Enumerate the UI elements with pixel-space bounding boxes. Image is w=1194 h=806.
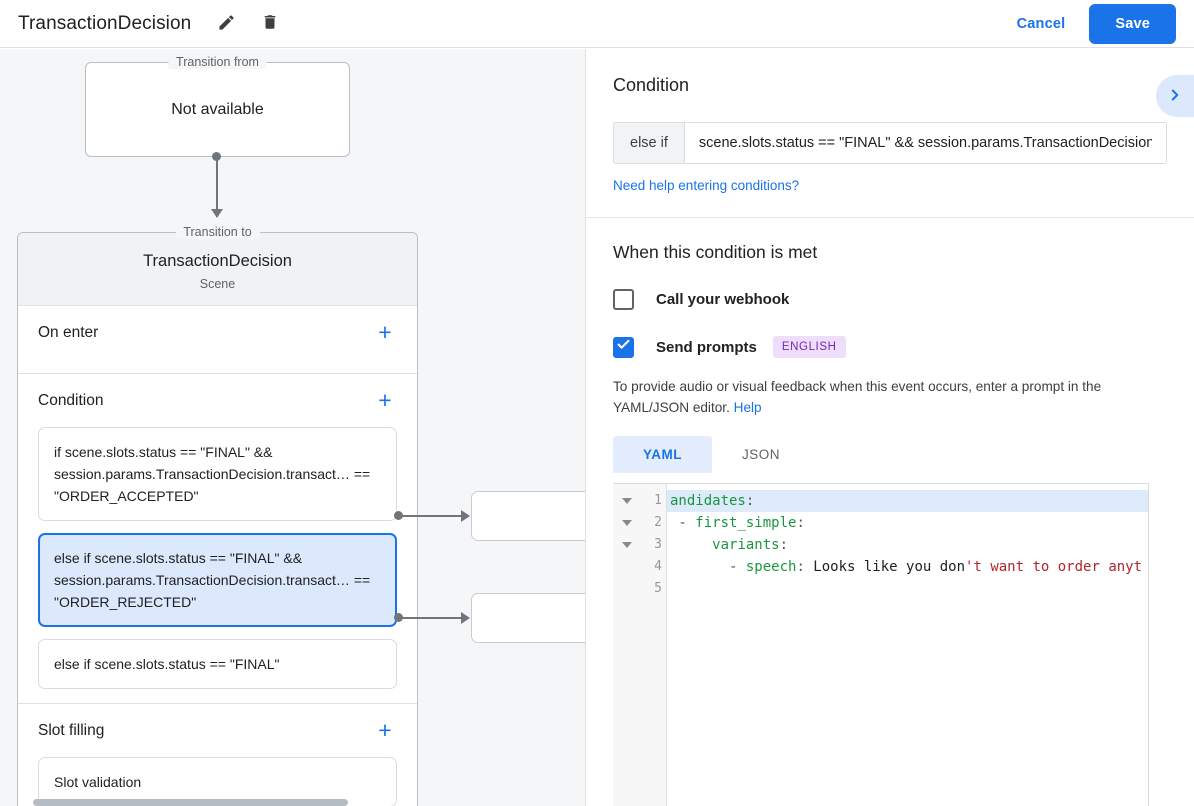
section-condition: Condition + if scene.slots.status == "FI…	[18, 374, 417, 704]
trash-icon	[261, 13, 279, 34]
code-line: - speech: Looks like you don't want to o…	[670, 559, 1143, 575]
condition-1-target-node[interactable]	[471, 491, 585, 541]
condition-item[interactable]: if scene.slots.status == "FINAL" && sess…	[38, 427, 397, 521]
condition-2-edge-line	[402, 617, 464, 619]
save-button[interactable]: Save	[1089, 3, 1176, 44]
chevron-down-icon	[622, 520, 632, 526]
condition-item[interactable]: else if scene.slots.status == "FINAL"	[38, 639, 397, 689]
section-on-enter-title: On enter	[38, 323, 99, 341]
condition-2-target-node[interactable]	[471, 593, 585, 643]
tab-json[interactable]: JSON	[712, 436, 810, 473]
edge-vertical-line	[216, 156, 218, 212]
section-slot-filling-title: Slot filling	[38, 721, 105, 739]
condition-1-edge-dot	[394, 511, 403, 520]
cancel-button[interactable]: Cancel	[1003, 8, 1080, 40]
line-number: 3	[654, 537, 662, 552]
line-number: 1	[654, 493, 662, 508]
prompts-helper-text: To provide audio or visual feedback when…	[613, 376, 1167, 418]
transition-from-value: Not available	[171, 100, 264, 118]
transition-from-node[interactable]: Transition from Not available	[85, 55, 350, 157]
edit-name-button[interactable]	[211, 9, 241, 39]
condition-detail-panel: Condition else if Need help entering con…	[585, 49, 1194, 806]
section-on-enter-header: On enter +	[38, 306, 397, 359]
panel-heading: Condition	[613, 75, 690, 95]
code-line: andidates:	[667, 490, 1149, 512]
condition-2-edge-dot	[394, 613, 403, 622]
scene-card-header[interactable]: TransactionDecision Scene	[18, 233, 417, 306]
chevron-down-icon	[622, 542, 632, 548]
checkmark-icon	[616, 337, 631, 357]
add-condition-button[interactable]: +	[373, 389, 397, 413]
section-slot-filling-header: Slot filling +	[38, 704, 397, 757]
transition-to-node: Transition to TransactionDecision Scene …	[17, 225, 418, 806]
scene-name: TransactionDecision	[143, 252, 292, 270]
chevron-right-icon	[1166, 86, 1184, 107]
fold-toggle-4	[613, 556, 641, 578]
fold-toggle-3[interactable]	[613, 534, 641, 556]
editor-code-area[interactable]: andidates: - first_simple: variants: - s…	[667, 484, 1149, 806]
condition-input-row[interactable]: else if	[613, 122, 1167, 164]
app-header: TransactionDecision Cancel Save	[0, 0, 1194, 48]
condition-help-link[interactable]: Need help entering conditions?	[613, 178, 800, 193]
edge-arrow-down-icon	[211, 209, 223, 218]
when-condition-met-section: When this condition is met Call your web…	[586, 218, 1194, 806]
fold-toggle-5	[613, 578, 641, 600]
editor-format-tabs: YAML JSON	[613, 436, 1167, 473]
transition-from-legend: Transition from	[168, 55, 267, 69]
scene-type-label: Scene	[199, 277, 236, 291]
send-prompts-label: Send prompts	[656, 338, 757, 356]
condition-2-arrow-icon	[461, 612, 470, 624]
condition-item-selected[interactable]: else if scene.slots.status == "FINAL" &&…	[38, 533, 397, 627]
fold-toggle-1[interactable]	[613, 490, 641, 512]
editor-fold-gutter[interactable]	[613, 484, 641, 806]
section-on-enter: On enter +	[18, 306, 417, 374]
prompts-help-link[interactable]: Help	[733, 400, 762, 415]
editor-line-number-gutter: 1 2 3 4 5	[641, 484, 667, 806]
chevron-down-icon	[622, 498, 632, 504]
yaml-code-editor[interactable]: 1 2 3 4 5 andidates: - first_simple: var…	[613, 483, 1149, 806]
call-webhook-label: Call your webhook	[656, 291, 790, 308]
prompts-helper-text-body: To provide audio or visual feedback when…	[613, 379, 1102, 415]
pencil-icon	[217, 13, 236, 35]
collapse-panel-button[interactable]	[1156, 75, 1194, 117]
section-condition-title: Condition	[38, 391, 104, 409]
code-line	[667, 578, 1149, 600]
line-number: 4	[654, 559, 662, 574]
add-slot-filling-button[interactable]: +	[373, 719, 397, 743]
canvas-horizontal-scrollbar[interactable]	[33, 799, 348, 806]
code-line: - first_simple:	[670, 515, 805, 531]
page-title: TransactionDecision	[18, 12, 192, 34]
condition-editor-section: Condition else if Need help entering con…	[586, 49, 1194, 218]
condition-1-edge-line	[402, 515, 464, 517]
send-prompts-checkbox[interactable]	[613, 336, 634, 358]
line-number: 5	[654, 581, 662, 596]
call-webhook-checkbox[interactable]	[613, 289, 634, 310]
code-line: variants:	[712, 537, 789, 553]
flow-canvas[interactable]: Transition from Not available Transition…	[0, 49, 585, 806]
when-condition-met-heading: When this condition is met	[613, 242, 818, 262]
tab-yaml[interactable]: YAML	[613, 436, 713, 473]
condition-1-arrow-icon	[461, 510, 470, 522]
delete-button[interactable]	[255, 9, 285, 39]
line-number: 2	[654, 515, 662, 530]
section-condition-header: Condition +	[38, 374, 397, 427]
condition-expression-input[interactable]	[684, 123, 1166, 163]
language-badge: ENGLISH	[772, 336, 846, 358]
send-prompts-row[interactable]: Send prompts ENGLISH	[613, 336, 1167, 358]
call-webhook-row[interactable]: Call your webhook	[613, 289, 1167, 310]
editor-right-rule	[1148, 484, 1149, 806]
transition-to-legend: Transition to	[175, 225, 260, 239]
condition-prefix-label: else if	[614, 123, 685, 163]
add-on-enter-button[interactable]: +	[373, 321, 397, 345]
fold-toggle-2[interactable]	[613, 512, 641, 534]
section-slot-filling: Slot filling + Slot validation	[18, 704, 417, 806]
slot-validation-item[interactable]: Slot validation	[38, 757, 397, 806]
